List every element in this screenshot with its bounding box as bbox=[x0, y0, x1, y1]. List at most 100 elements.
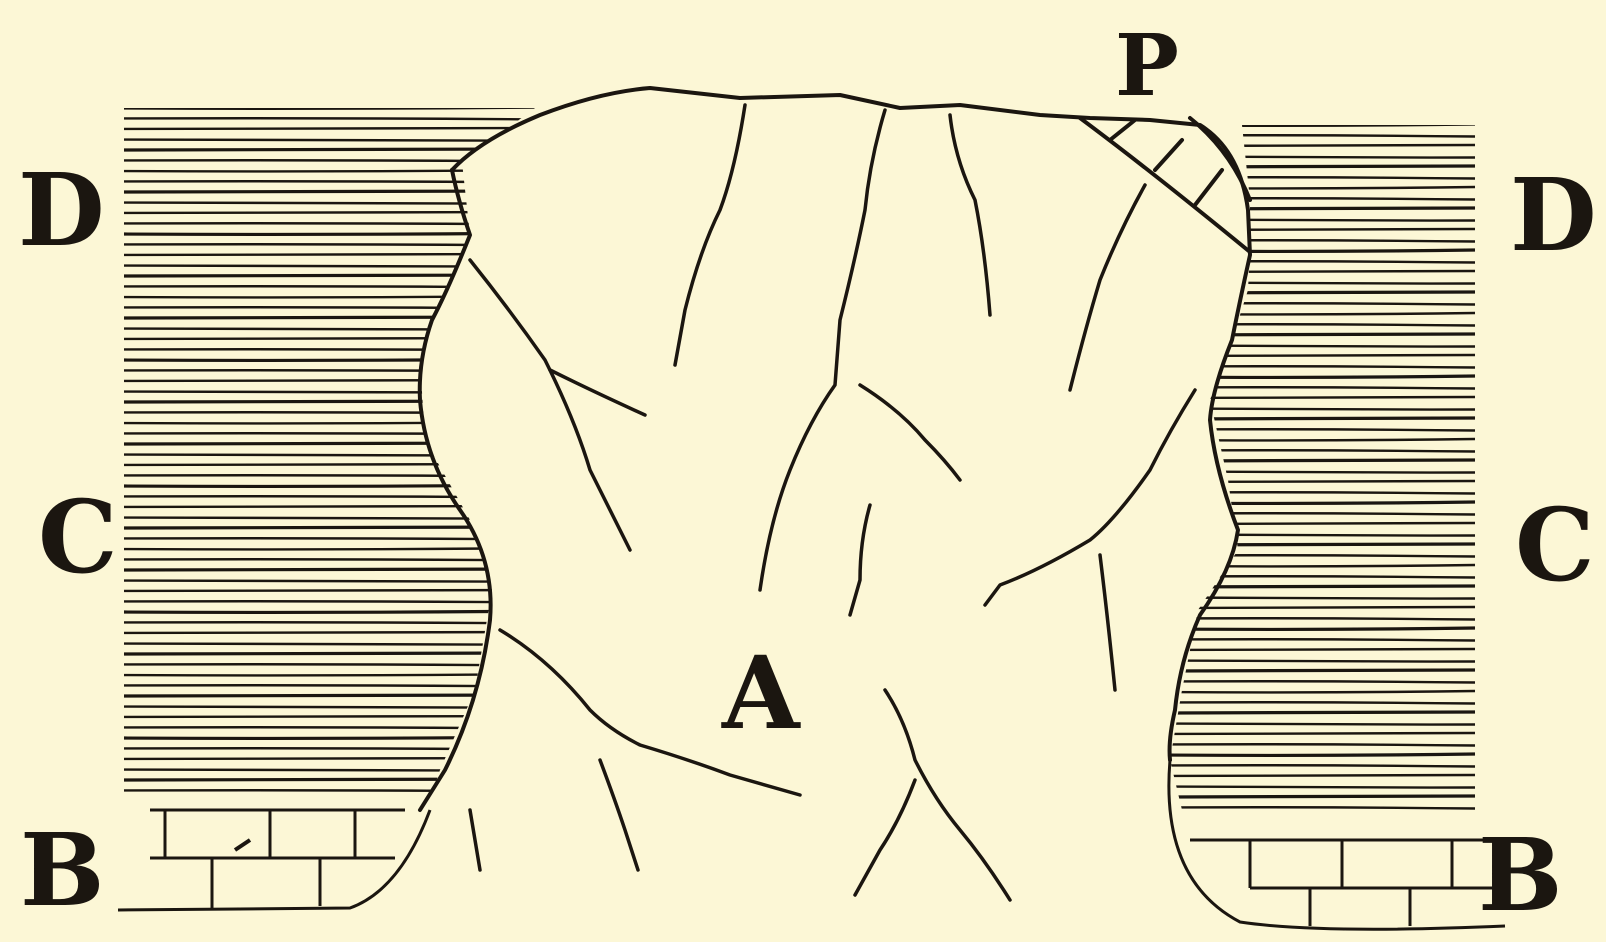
strata-line bbox=[1160, 409, 1475, 410]
strata-line bbox=[1160, 250, 1475, 251]
strata-line bbox=[118, 412, 545, 413]
strata-line bbox=[1160, 481, 1475, 482]
strata-line bbox=[118, 380, 545, 381]
label-d-right: D bbox=[1510, 156, 1597, 274]
strata-line bbox=[1160, 649, 1475, 650]
strata-line bbox=[118, 307, 545, 308]
right-brick-base bbox=[1169, 760, 1505, 929]
strata-line bbox=[1160, 565, 1475, 566]
strata-line bbox=[118, 392, 545, 393]
strata-line bbox=[1160, 450, 1475, 451]
label-b-right: B bbox=[1478, 816, 1563, 934]
strata-line bbox=[1160, 639, 1475, 640]
strata-line bbox=[118, 296, 545, 297]
strata-line bbox=[1160, 292, 1475, 293]
strata-line bbox=[1160, 145, 1475, 146]
label-p: P bbox=[1115, 16, 1179, 116]
strata-line bbox=[1160, 807, 1475, 808]
strata-line bbox=[118, 538, 545, 539]
strata-line bbox=[1160, 681, 1475, 682]
strata-line bbox=[1160, 124, 1475, 125]
strata-line bbox=[1160, 598, 1475, 599]
strata-line bbox=[118, 286, 545, 287]
intrusive-mass-outline bbox=[420, 88, 1250, 810]
strata-line bbox=[118, 254, 545, 255]
left-brick-base bbox=[118, 810, 430, 910]
strata-line bbox=[118, 685, 545, 686]
label-d-left: D bbox=[18, 151, 105, 269]
strata-line bbox=[118, 611, 545, 612]
right-strata-hatching bbox=[1160, 124, 1475, 809]
strata-line bbox=[118, 203, 545, 204]
strata-line bbox=[118, 107, 545, 108]
strata-line bbox=[118, 716, 545, 717]
strata-line bbox=[1160, 661, 1475, 662]
strata-line bbox=[118, 748, 545, 749]
strata-line bbox=[118, 140, 545, 141]
strata-line bbox=[118, 266, 545, 267]
strata-line bbox=[118, 149, 545, 150]
strata-line bbox=[1160, 346, 1475, 347]
strata-line bbox=[1160, 418, 1475, 419]
strata-line bbox=[1160, 397, 1475, 398]
label-c-left: C bbox=[38, 478, 118, 596]
strata-line bbox=[118, 559, 545, 560]
strata-line bbox=[1160, 157, 1475, 158]
strata-line bbox=[1160, 324, 1475, 325]
strata-line bbox=[1160, 366, 1475, 367]
label-c-right: C bbox=[1515, 486, 1595, 604]
strata-line bbox=[1160, 628, 1475, 629]
strata-line bbox=[118, 181, 545, 182]
strata-line bbox=[1160, 765, 1475, 766]
strata-line bbox=[1160, 460, 1475, 461]
strata-line bbox=[1160, 376, 1475, 377]
strata-line bbox=[118, 212, 545, 213]
strata-line bbox=[1160, 576, 1475, 577]
strata-line bbox=[118, 779, 545, 780]
strata-line bbox=[118, 632, 545, 633]
strata-line bbox=[118, 191, 545, 192]
left-strata-hatching bbox=[118, 107, 545, 792]
strata-line bbox=[1160, 492, 1475, 493]
strata-line bbox=[118, 581, 545, 582]
strata-line bbox=[118, 349, 545, 350]
strata-line bbox=[118, 707, 545, 708]
strata-line bbox=[1160, 303, 1475, 304]
strata-line bbox=[118, 590, 545, 591]
strata-line bbox=[118, 118, 545, 119]
strata-line bbox=[1160, 502, 1475, 503]
strata-line bbox=[1160, 702, 1475, 703]
label-b-left: B bbox=[20, 811, 105, 929]
strata-line bbox=[1160, 733, 1475, 734]
strata-line bbox=[118, 653, 545, 654]
strata-line bbox=[1160, 313, 1475, 314]
strata-line bbox=[118, 758, 545, 759]
strata-line bbox=[1160, 670, 1475, 671]
strata-line bbox=[1160, 177, 1475, 178]
strata-line bbox=[1160, 535, 1475, 536]
strata-line bbox=[118, 527, 545, 528]
label-a: A bbox=[721, 634, 801, 752]
strata-line bbox=[118, 727, 545, 728]
strata-line bbox=[118, 506, 545, 507]
strata-line bbox=[1160, 796, 1475, 797]
strata-line bbox=[1160, 555, 1475, 556]
strata-line bbox=[118, 422, 545, 423]
strata-line bbox=[1160, 229, 1475, 230]
strata-line bbox=[118, 569, 545, 570]
strata-line bbox=[1160, 439, 1475, 440]
strata-line bbox=[118, 128, 545, 129]
strata-line bbox=[1160, 754, 1475, 755]
strata-line bbox=[118, 170, 545, 171]
strata-line bbox=[118, 770, 545, 771]
strata-line bbox=[118, 601, 545, 602]
strata-line bbox=[118, 790, 545, 791]
strata-line bbox=[118, 317, 545, 318]
strata-line bbox=[118, 475, 545, 476]
strata-line bbox=[1160, 618, 1475, 619]
strata-line bbox=[1160, 271, 1475, 272]
strata-line bbox=[1160, 429, 1475, 430]
strata-line bbox=[1160, 523, 1475, 524]
strata-line bbox=[118, 622, 545, 623]
